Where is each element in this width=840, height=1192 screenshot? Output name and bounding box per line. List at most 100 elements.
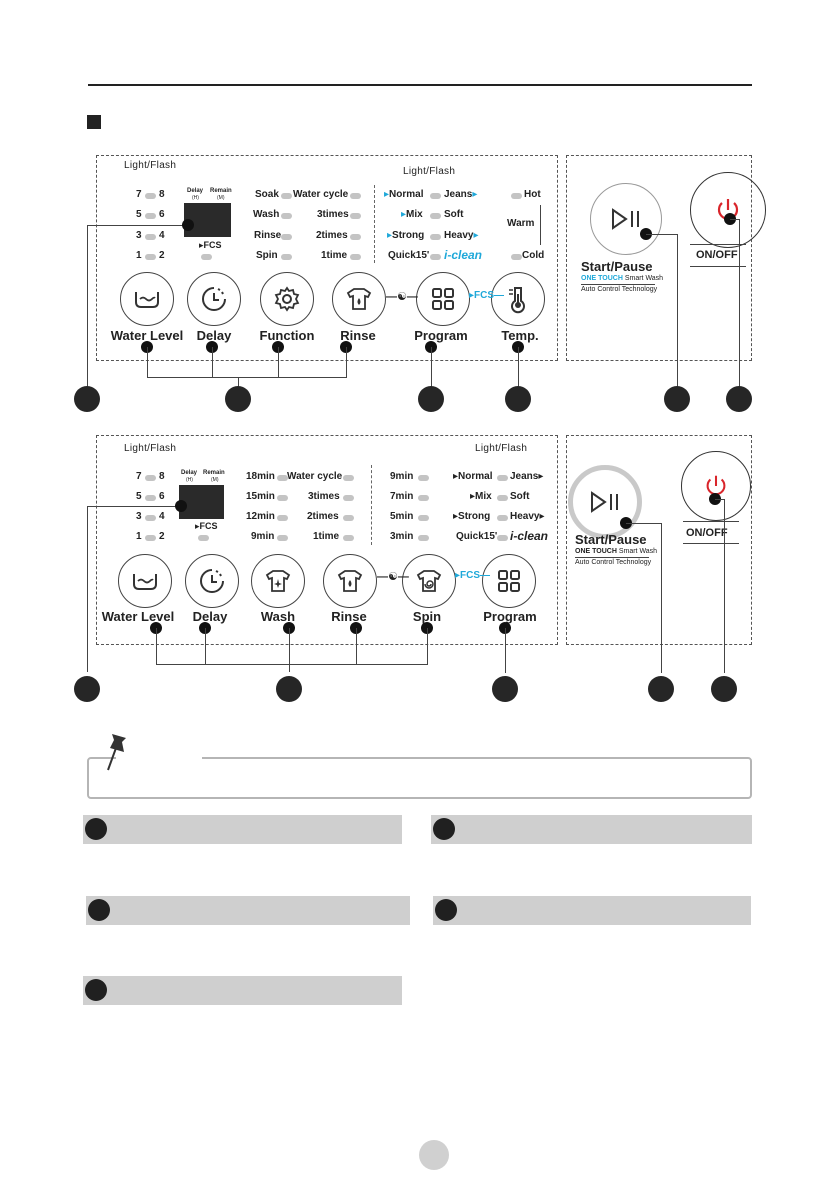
arrow-icon: ▸ [453, 511, 459, 522]
level-label: 5 [136, 209, 142, 220]
column-separator [371, 465, 372, 545]
remain-unit: (M) [211, 477, 219, 483]
level-led [145, 193, 156, 199]
function-led [281, 213, 292, 219]
program-text: Strong [458, 511, 491, 522]
arrow-icon: ▸ [384, 189, 390, 200]
spin-led [418, 535, 429, 541]
fcs-link-text: FCS [474, 290, 495, 301]
level-label: 6 [159, 209, 165, 220]
program-text: Strong [392, 230, 425, 241]
level-label: 6 [159, 491, 165, 502]
function-led [281, 193, 292, 199]
light-flash-label: Light/Flash [403, 166, 456, 177]
program-text: Normal [458, 471, 493, 482]
function-button[interactable] [260, 272, 314, 326]
spin-button[interactable] [402, 554, 456, 608]
level-led [145, 213, 156, 219]
shirt-spin-icon [416, 570, 442, 592]
rinse-led [343, 535, 354, 541]
spin-time-label: 9min [390, 471, 414, 482]
pointer-dot [182, 219, 194, 231]
function-led [281, 254, 292, 260]
wash-button[interactable] [251, 554, 305, 608]
level-label: 1 [136, 531, 142, 542]
water-level-button[interactable] [120, 272, 174, 326]
leader-line [238, 377, 240, 388]
button-label: Water Level [101, 609, 175, 624]
rinse-button[interactable] [323, 554, 377, 608]
section-bar [433, 896, 751, 925]
number-ball [433, 818, 455, 840]
rinse-led [343, 495, 354, 501]
note-box [87, 757, 752, 799]
level-label: 4 [159, 230, 165, 241]
start-pause-button[interactable] [568, 465, 642, 539]
panel1-side [566, 155, 752, 361]
rinse-led [343, 515, 354, 521]
program-label: Jeans▸ [444, 189, 477, 200]
rinse-led [343, 475, 354, 481]
light-flash-label: Light/Flash [475, 443, 528, 454]
leader-line [646, 234, 678, 236]
leader-line [739, 219, 741, 388]
program-button[interactable] [416, 272, 470, 326]
play-pause-icon [591, 491, 618, 513]
iclean-label: i-clean [444, 248, 483, 262]
delay-button[interactable] [185, 554, 239, 608]
level-label: 2 [159, 250, 165, 261]
leader-line [715, 499, 725, 501]
level-led [145, 254, 156, 260]
leader-line [156, 628, 158, 664]
fcs-text: FCS [203, 240, 222, 250]
temp-bracket [540, 205, 541, 245]
leader-line [87, 225, 89, 387]
button-label: Rinse [331, 609, 367, 624]
program-label: Heavy▸ [510, 511, 545, 522]
leader-line [427, 628, 429, 664]
rinse-label: 3times [308, 491, 340, 502]
power-button[interactable] [690, 172, 766, 248]
pointer-dot [175, 500, 187, 512]
arrow-icon: ▸ [401, 209, 407, 220]
note-gap [116, 754, 202, 760]
section-bar [431, 815, 752, 844]
callout-marker [664, 386, 690, 412]
shirt-drop-icon [337, 570, 363, 592]
rinse-label: Water cycle [293, 189, 349, 200]
power-button[interactable] [681, 451, 751, 521]
leader-line [677, 234, 679, 388]
rinse-led [350, 234, 361, 240]
smart-wash: Smart Wash [624, 275, 664, 282]
start-pause-label: Start/Pause [581, 259, 653, 274]
button-label: Water Level [110, 328, 184, 343]
button-label: Spin [412, 609, 442, 624]
rinse-led [350, 213, 361, 219]
start-pause-button[interactable] [590, 183, 662, 255]
temp-label: Hot [524, 189, 541, 200]
divider [683, 521, 739, 522]
remain-label: Remain [210, 188, 232, 194]
delay-button[interactable] [187, 272, 241, 326]
water-level-button[interactable] [118, 554, 172, 608]
program-label: Heavy▸ [444, 230, 479, 241]
remain-label: Remain [203, 470, 225, 476]
rinse-button[interactable] [332, 272, 386, 326]
panel2-main [96, 435, 558, 645]
program-led [430, 213, 441, 219]
leader-line [724, 499, 726, 673]
iclean-label: i-clean [510, 529, 549, 543]
fcs-text: FCS [199, 521, 218, 531]
program-label: ▸Normal [453, 471, 492, 482]
rinse-led [350, 254, 361, 260]
shirt-sparkle-icon [265, 570, 291, 592]
leader-line [289, 628, 291, 672]
function-label: Spin [256, 250, 278, 261]
spin-time-label: 5min [390, 511, 414, 522]
remain-unit: (M) [217, 195, 225, 201]
fcs-link-text: FCS [460, 570, 481, 581]
clock-icon [202, 287, 226, 311]
temp-button[interactable] [491, 272, 545, 326]
program-led [430, 193, 441, 199]
program-button[interactable] [482, 554, 536, 608]
